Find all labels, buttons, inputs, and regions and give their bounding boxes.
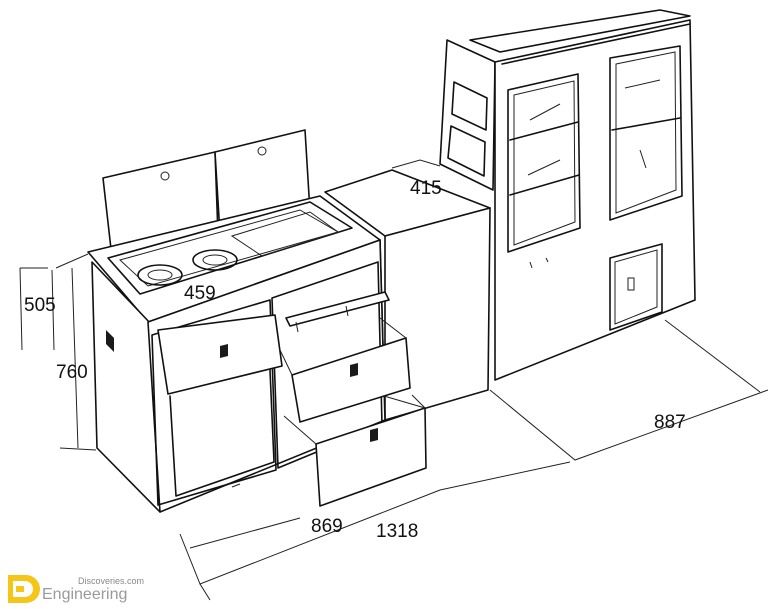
logo-site-text: Discoveries.com: [78, 576, 144, 586]
sink-hob-unit: [87, 129, 427, 513]
logo-brand-text: Engineering: [42, 586, 127, 603]
tall-wardrobe-cabinet: [439, 9, 696, 381]
dim-415-label: 415: [410, 178, 442, 199]
dim-505-label: 505: [24, 295, 56, 316]
dim-869-label: 869: [311, 516, 343, 537]
watermark-logo: Discoveries.com Engineering: [8, 575, 144, 603]
dim-760-label: 760: [56, 362, 88, 383]
dimension-lines: [19, 159, 768, 601]
worktop-cabinet: [324, 169, 491, 421]
dim-1318-label: 1318: [376, 521, 418, 542]
dim-887-label: 887: [654, 412, 686, 433]
dim-459-label: 459: [184, 283, 216, 304]
